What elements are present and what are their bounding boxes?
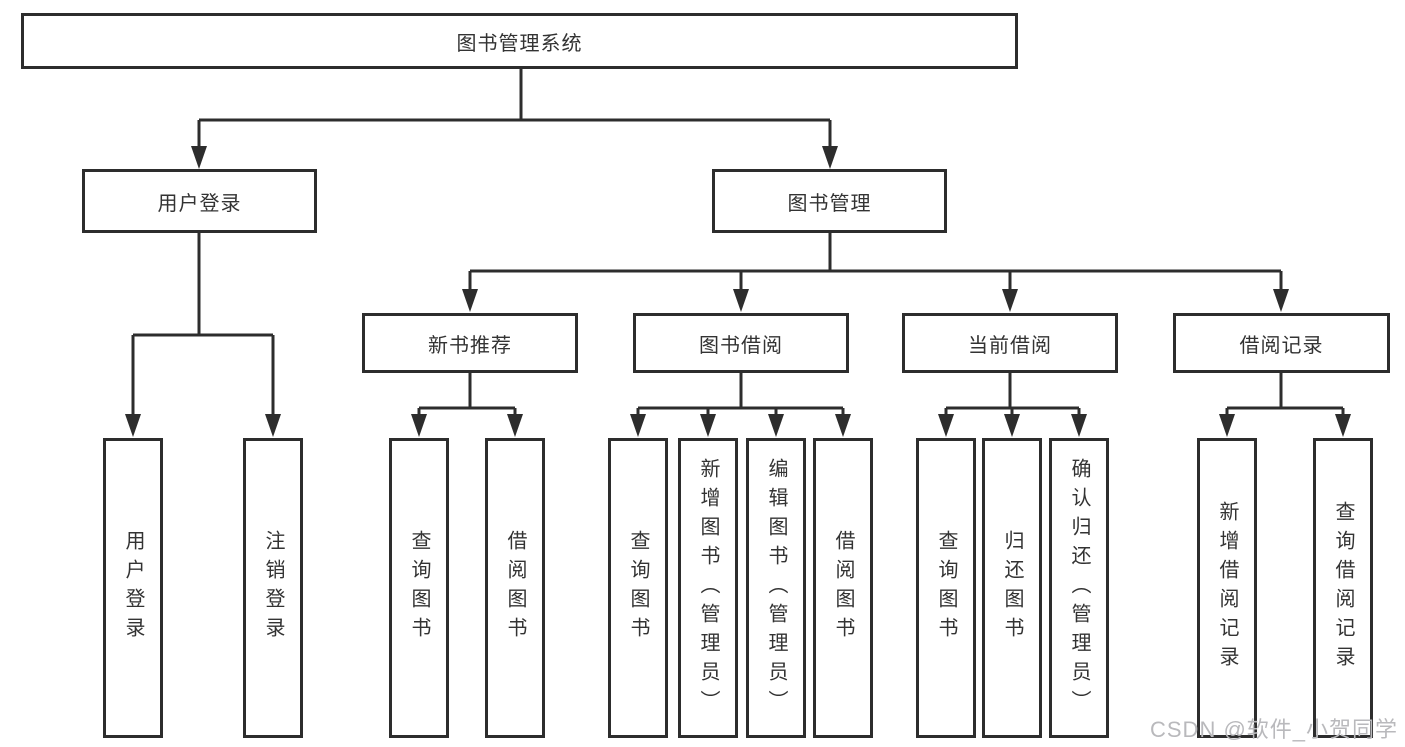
node-root-system: 图书管理系统 xyxy=(21,13,1018,69)
node-new-book-recommend: 新书推荐 xyxy=(362,313,578,373)
connector-borrowing-children xyxy=(630,373,851,437)
connector-book-management-children xyxy=(462,233,1289,312)
leaf-borrowing-add-books: 新增图书（管理员） xyxy=(678,438,738,738)
connector-current-children xyxy=(938,373,1087,437)
node-borrowing-records: 借阅记录 xyxy=(1173,313,1390,373)
csdn-watermark: CSDN @软件_小贺同学 xyxy=(1150,717,1399,742)
leaf-borrowing-query-books: 查询图书 xyxy=(608,438,668,738)
leaf-recommend-borrow-books: 借阅图书 xyxy=(485,438,545,738)
leaf-current-return-books: 归还图书 xyxy=(982,438,1042,738)
leaf-current-query-books: 查询图书 xyxy=(916,438,976,738)
connector-user-login-children xyxy=(125,233,281,437)
leaf-logout: 注销登录 xyxy=(243,438,303,738)
node-current-borrowing: 当前借阅 xyxy=(902,313,1118,373)
node-book-management: 图书管理 xyxy=(712,169,947,233)
leaf-records-query-record: 查询借阅记录 xyxy=(1313,438,1373,738)
leaf-borrowing-edit-books: 编辑图书（管理员） xyxy=(746,438,806,738)
connector-root-to-level2 xyxy=(191,69,838,169)
leaf-borrowing-borrow-books: 借阅图书 xyxy=(813,438,873,738)
node-user-login: 用户登录 xyxy=(82,169,317,233)
connector-recommend-children xyxy=(411,373,523,437)
leaf-current-confirm-return: 确认归还（管理员） xyxy=(1049,438,1109,738)
leaf-recommend-query-books: 查询图书 xyxy=(389,438,449,738)
connector-records-children xyxy=(1219,373,1351,437)
leaf-user-login: 用户登录 xyxy=(103,438,163,738)
node-book-borrowing: 图书借阅 xyxy=(633,313,849,373)
leaf-records-add-record: 新增借阅记录 xyxy=(1197,438,1257,738)
